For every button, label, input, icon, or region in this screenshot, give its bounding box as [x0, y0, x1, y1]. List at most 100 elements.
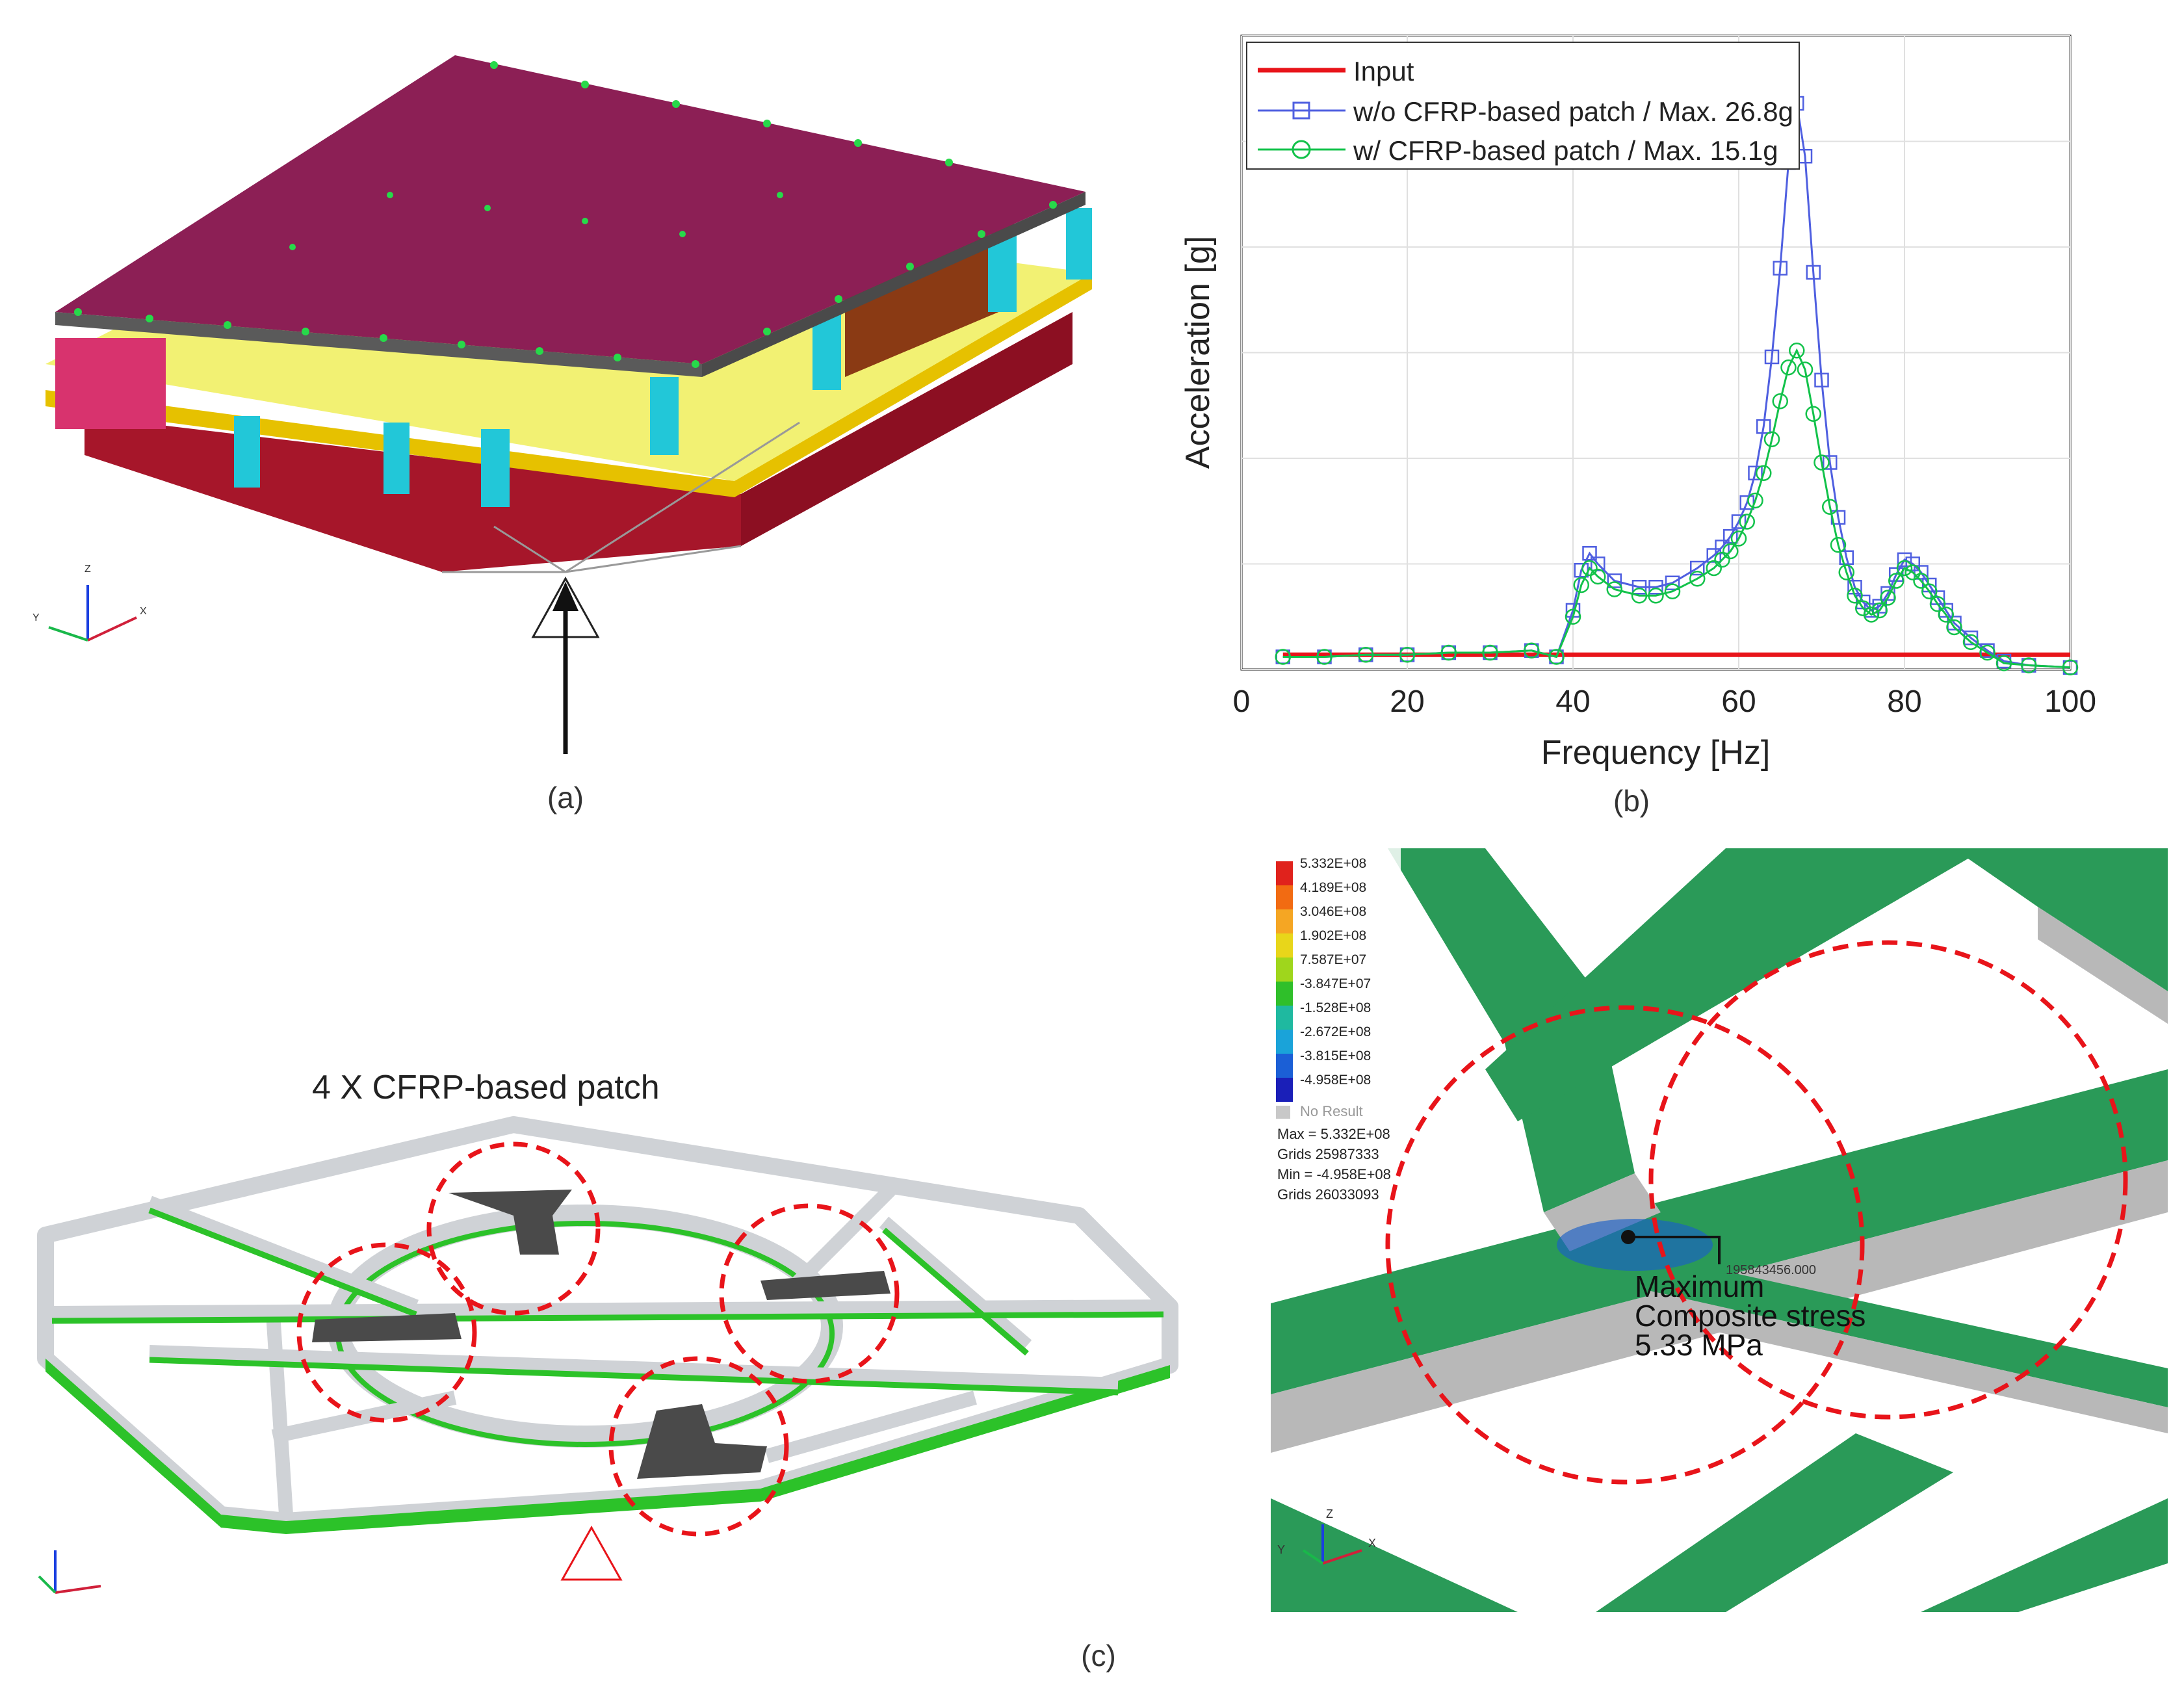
panel-a: Z Y X [0, 0, 1118, 806]
x-axis-label: Frequency [Hz] [1541, 734, 1771, 772]
x-tick-label: 0 [1233, 684, 1251, 719]
contour-legend-value: -2.672E+08 [1300, 1024, 1371, 1039]
x-tick-label: 80 [1887, 684, 1921, 719]
data-point [1773, 261, 1788, 276]
data-point [1748, 465, 1763, 480]
legend-label-without-patch: w/o CFRP-based patch / Max. 26.8g [1353, 96, 1793, 127]
data-point [2062, 659, 2079, 675]
axis-y-label: Y [32, 612, 40, 623]
top-plate-edge-side [702, 192, 1086, 377]
stress-highlight-circles [1385, 940, 2128, 1485]
data-point [1730, 530, 1747, 547]
contour-color-swatch [1276, 982, 1293, 1006]
contour-color-swatch [1276, 1030, 1293, 1054]
data-point [1962, 634, 1979, 650]
base-plate-front [84, 312, 1072, 572]
data-point [1648, 580, 1663, 595]
data-point [1863, 606, 1880, 623]
no-result-label: No Result [1300, 1103, 1363, 1119]
data-point [1591, 556, 1606, 571]
data-point [1905, 556, 1920, 571]
data-point [1631, 588, 1648, 604]
data-point [1822, 499, 1838, 515]
caption-c: (c) [1081, 1639, 1116, 1673]
data-point [1914, 565, 1929, 580]
data-point [1847, 588, 1863, 604]
support-lines [442, 421, 800, 573]
stat-min: Min = -4.958E+08 [1277, 1166, 1391, 1182]
patch-label: 4 X CFRP-based patch [312, 1069, 660, 1106]
input-arrow-icon [552, 582, 578, 611]
data-point [1780, 359, 1797, 376]
frame-model: 4 X CFRP-based patch [37, 1069, 1178, 1594]
contour-legend-value: -4.958E+08 [1300, 1073, 1371, 1088]
caption-b: (b) [1613, 784, 1650, 818]
data-point [1797, 361, 1814, 378]
contour-color-swatch [1276, 1078, 1293, 1102]
data-point [1440, 644, 1457, 661]
axis-triad-c-left-icon [38, 1550, 101, 1594]
data-point [1664, 583, 1681, 599]
data-point [1358, 647, 1374, 663]
axis-x-label: X [140, 606, 147, 617]
x-tick-label: 100 [2044, 684, 2096, 719]
x-tick-label: 40 [1555, 684, 1590, 719]
data-point [1838, 564, 1854, 580]
data-point [1830, 537, 1847, 553]
hidden-value: 195843456.000 [1726, 1263, 1816, 1277]
stat-max: Max = 5.332E+08 [1277, 1126, 1390, 1142]
data-point [1814, 454, 1830, 471]
data-point [1946, 619, 1962, 636]
contour-color-swatch [1276, 1054, 1293, 1078]
data-point [1665, 575, 1680, 590]
data-point [1632, 580, 1647, 595]
panel-a-model: Z Y X [32, 55, 1092, 754]
data-point [1871, 602, 1888, 619]
data-point [1722, 543, 1739, 560]
data-point [1888, 573, 1904, 589]
max-stress-annotation: Maximum Composite stress 5.33 MPa [1635, 1270, 1866, 1362]
stress-contour: 5.332E+084.189E+083.046E+081.902E+087.58… [1271, 848, 2168, 1612]
no-result-swatch [1276, 1106, 1290, 1119]
data-point [1897, 552, 1912, 567]
caption-a: (a) [547, 781, 584, 814]
data-point [1747, 492, 1763, 509]
axis-x-label: X [1368, 1537, 1376, 1550]
data-point [1581, 560, 1598, 577]
data-point [1789, 343, 1805, 359]
data-point [1921, 583, 1938, 599]
patch-bottom [637, 1404, 767, 1479]
data-point [1979, 644, 1996, 661]
data-point [1996, 655, 2012, 671]
patch-right [760, 1271, 890, 1300]
series-layer [1275, 96, 2079, 675]
contour-legend: 5.332E+084.189E+083.046E+081.902E+087.58… [1271, 848, 1401, 1203]
contour-legend-value: 5.332E+08 [1300, 856, 1366, 871]
patch-top [448, 1190, 572, 1255]
stat-max-grid: Grids 25987333 [1277, 1146, 1379, 1162]
top-plate-edge [55, 312, 702, 377]
data-point [1524, 642, 1540, 658]
data-point [1606, 581, 1622, 597]
contour-legend-value: -1.528E+08 [1300, 1000, 1371, 1015]
data-point [1904, 564, 1921, 580]
data-point [1756, 419, 1771, 434]
base-plate-side [741, 312, 1072, 546]
chart-legend: Input w/o CFRP-based patch / Max. 26.8g … [1246, 42, 1800, 170]
axis-y-label: Y [1277, 1543, 1285, 1556]
data-point [1823, 455, 1838, 470]
data-point [1706, 560, 1722, 577]
data-point [2021, 657, 2037, 673]
data-point [1590, 568, 1606, 585]
patch-highlight-circles [296, 1141, 900, 1537]
contour-color-swatch [1276, 885, 1293, 909]
axis-z-label: Z [84, 564, 91, 575]
annotation-line-2: Composite stress [1635, 1299, 1866, 1333]
stat-min-grid: Grids 26033093 [1277, 1186, 1379, 1203]
data-point [1565, 608, 1581, 625]
panel-c-left: 4 X CFRP-based patch [0, 839, 1235, 1606]
